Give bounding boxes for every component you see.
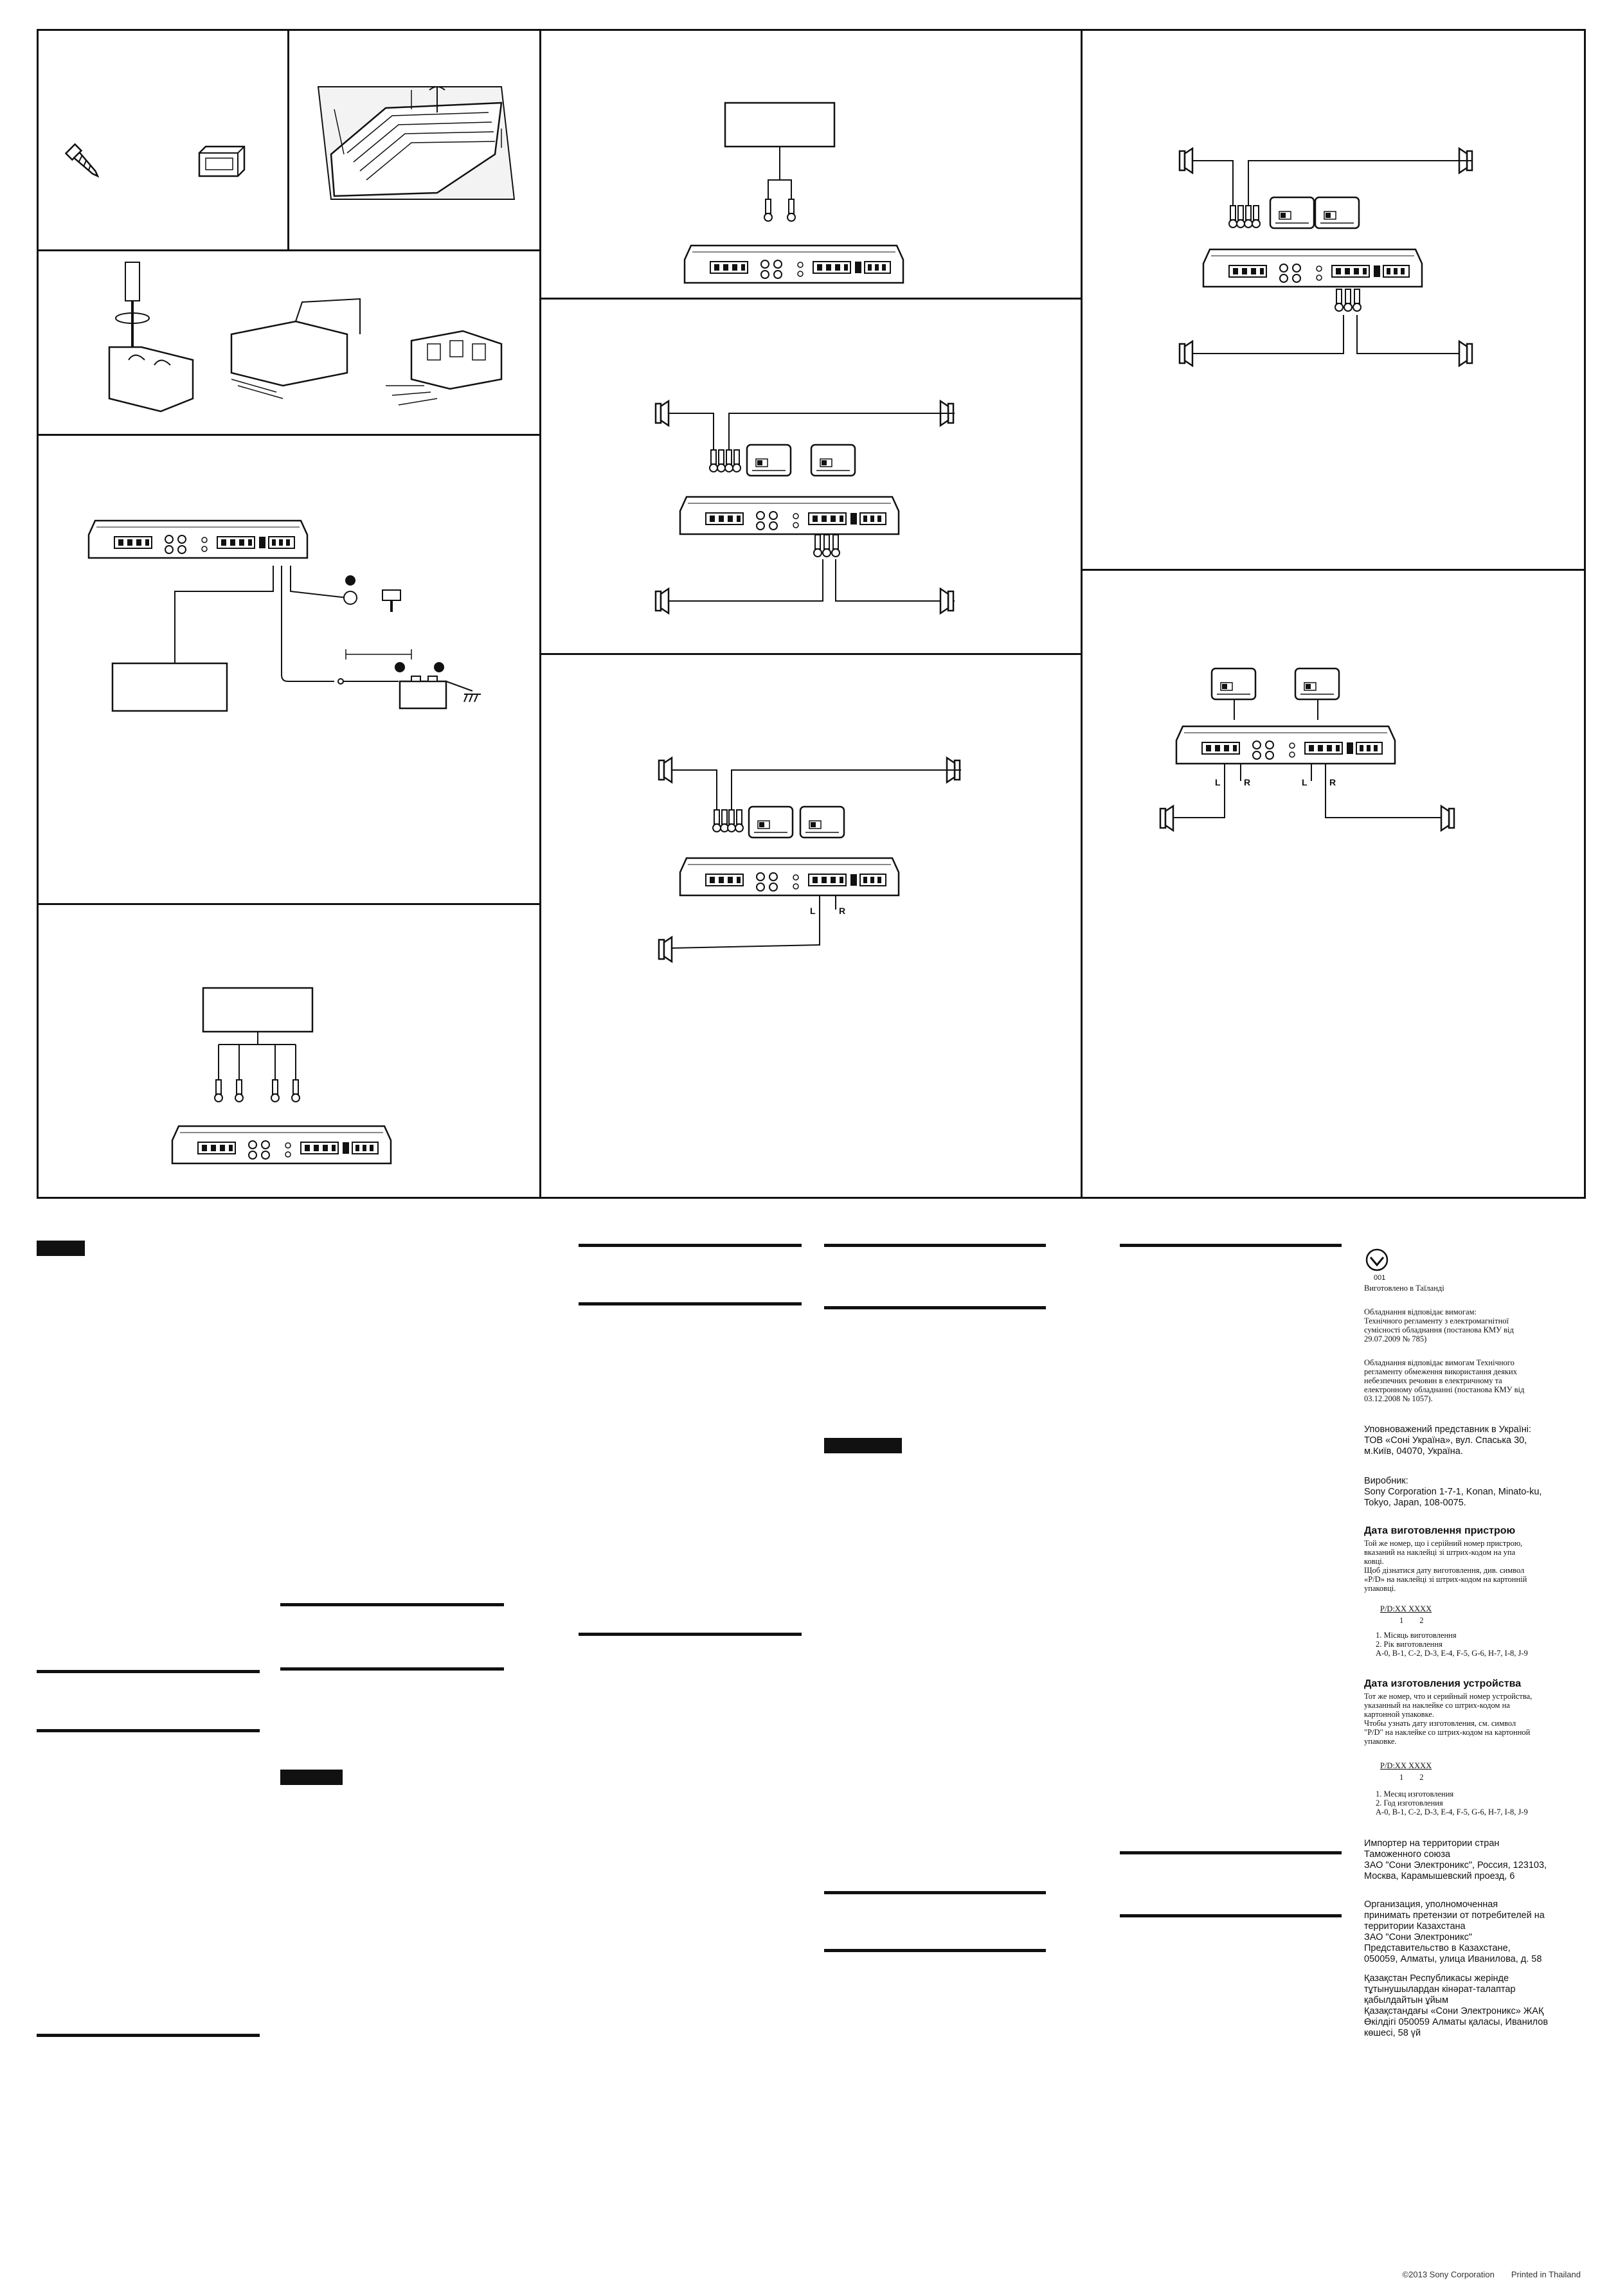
section-rule	[579, 1302, 802, 1305]
section-label-block	[824, 1438, 902, 1453]
section-rule	[1120, 1244, 1342, 1247]
diagram-frame	[37, 29, 1586, 1199]
section-rule	[37, 1729, 260, 1732]
section-rule	[824, 1244, 1046, 1247]
section-rule	[824, 1949, 1046, 1952]
ru-pd-legend: 1. Месяц изготовления 2. Год изготовлени…	[1376, 1789, 1528, 1816]
ru-date-heading: Дата изготовления устройства	[1364, 1678, 1522, 1689]
ru-importer: Импортер на территории стран Таможенного…	[1364, 1838, 1547, 1881]
section-rule	[824, 1306, 1046, 1309]
ua-pd-marks: 1 2	[1399, 1616, 1424, 1625]
section-rule	[579, 1244, 802, 1247]
section-label-block	[37, 1241, 85, 1256]
ru-organization: Организация, уполномоченная принимать пр…	[1364, 1899, 1545, 1964]
section-rule	[1120, 1851, 1342, 1854]
cert-code: 001	[1374, 1274, 1386, 1282]
copyright: ©2013 Sony Corporation	[1402, 2270, 1495, 2279]
divider	[539, 29, 541, 1199]
divider	[37, 903, 539, 905]
divider	[539, 298, 1081, 300]
printed-in: Printed in Thailand	[1511, 2270, 1581, 2279]
section-rule	[579, 1633, 802, 1636]
ua-compliance-emc: Обладнання відповідає вимогам: Технічног…	[1364, 1307, 1514, 1343]
ua-date-heading: Дата виготовлення пристрою	[1364, 1525, 1516, 1536]
ua-date-text: Той же номер, що і серійний номер пристр…	[1364, 1539, 1527, 1593]
footer: ©2013 Sony Corporation Printed in Thailan…	[1386, 2270, 1581, 2279]
ru-pd-code: P/D:XX XXXX	[1380, 1761, 1432, 1770]
ua-pd-legend: 1. Місяць виготовлення 2. Рік виготовлен…	[1376, 1631, 1528, 1658]
ua-made-in: Виготовлено в Таїланді	[1364, 1284, 1444, 1293]
section-rule	[280, 1603, 504, 1606]
divider	[37, 249, 539, 251]
section-rule	[1120, 1914, 1342, 1917]
divider	[287, 29, 289, 249]
ua-pd-code: P/D:XX XXXX	[1380, 1604, 1432, 1613]
section-label-block	[280, 1770, 343, 1785]
ua-representative: Уповноважений представник в Україні: ТОВ…	[1364, 1424, 1532, 1457]
divider	[1081, 569, 1586, 571]
kz-organization: Қазақстан Республикасы жерінде тұтынушыл…	[1364, 1973, 1549, 2038]
divider	[1081, 29, 1083, 1199]
divider	[539, 653, 1081, 655]
ru-date-text: Тот же номер, что и серийный номер устро…	[1364, 1692, 1533, 1746]
section-rule	[824, 1891, 1046, 1894]
ru-pd-marks: 1 2	[1399, 1773, 1424, 1782]
section-rule	[37, 2034, 260, 2037]
section-rule	[37, 1670, 260, 1673]
divider	[37, 434, 539, 436]
ua-conformity-mark-icon	[1365, 1248, 1389, 1271]
section-rule	[280, 1667, 504, 1671]
ua-manufacturer: Виробник: Sony Corporation 1-7-1, Konan,…	[1364, 1476, 1542, 1508]
ua-compliance-rohs: Обладнання відповідає вимогам Технічного…	[1364, 1358, 1525, 1403]
